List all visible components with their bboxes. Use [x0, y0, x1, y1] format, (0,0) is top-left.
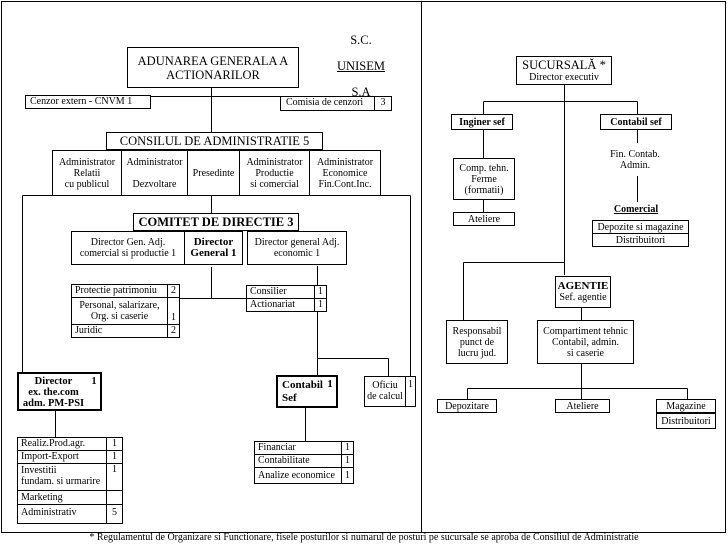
contabil-analize-count: 1: [341, 468, 353, 483]
tehnic-marketing-count: [106, 491, 122, 504]
tehnic-import-count: 1: [106, 451, 122, 463]
tehnic-investitii-row: Investitii fundam. si urmarire 1: [17, 463, 123, 491]
consiliu-box: CONSILUL DE ADMINISTRATIE 5: [106, 132, 323, 150]
contabil-sef-label: Contabil Sef: [282, 379, 323, 404]
compartiment-box: Compartiment tehnic Contabil, admin. si …: [537, 320, 634, 364]
cenzor-extern-label: Cenzor extern - CNVM 1: [30, 96, 133, 107]
tehnic-administrativ-row: Administrativ 5: [17, 504, 123, 524]
tehnic-investitii-label: Investitii fundam. si urmarire: [21, 465, 101, 487]
contabil-sef-count: 1: [327, 378, 333, 390]
staff-consilier-row: Consilier 1: [246, 285, 327, 299]
depozite-magazine-box: Depozite si magazine: [592, 220, 689, 234]
tehnic-administrativ-label: Administrativ: [21, 507, 77, 518]
agentie-title: AGENTIE: [557, 280, 609, 292]
admin-dezvoltare-box: Administrator Dezvoltare: [121, 150, 188, 196]
company-name: S.C. UNISEM S.A: [330, 21, 392, 112]
contabil-financiar-row: Financiar 1: [254, 441, 354, 455]
comisia-cenzori-box: Comisia de cenzori 3: [280, 96, 392, 111]
staff-actionariat-row: Actionariat 1: [246, 298, 327, 312]
fin-contab-box: Fin. Contab. Admin.: [598, 143, 672, 176]
cenzor-extern-box: Cenzor extern - CNVM 1: [25, 95, 151, 109]
admin-productie-box: Administrator Productie si comercial: [239, 150, 310, 196]
comisia-cenzori-label: Comisia de cenzori: [286, 97, 364, 108]
staff-protectie-row: Protectie patrimoniu 2: [71, 284, 180, 298]
distribuitori-box-1: Distribuitori: [592, 233, 689, 247]
staff-juridic-row: Juridic 2: [71, 324, 180, 338]
staff-personal-count: 1: [167, 298, 179, 324]
director-tehnic-box: Director ex. the.com adm. PM-PSI 1: [17, 372, 102, 411]
director-tehnic-label: Director ex. the.com adm. PM-PSI: [22, 376, 85, 409]
staff-personal-row: Personal, salarizare, Org. si caserie 1: [71, 297, 180, 325]
agentie-subtitle: Sef. agentie: [559, 292, 607, 303]
contabil-financiar-label: Financiar: [258, 442, 296, 453]
tehnic-marketing-label: Marketing: [21, 492, 63, 503]
contabil-sef-suc-box: Contabil sef: [600, 114, 672, 130]
footnote: * Regulamentul de Organizare si Function…: [89, 532, 639, 543]
tehnic-import-row: Import-Export 1: [17, 450, 123, 464]
agentie-box: AGENTIE Sef. agentie: [555, 276, 611, 308]
staff-personal-label: Personal, salarizare, Org. si caserie: [79, 300, 160, 322]
staff-actionariat-count: 1: [314, 299, 326, 311]
tehnic-realiz-row: Realiz.Prod.agr. 1: [17, 437, 123, 451]
staff-protectie-label: Protectie patrimoniu: [75, 285, 157, 296]
director-tehnic-count: 1: [91, 376, 97, 387]
comp-tehn-box: Comp. tehn. Ferme (formatii): [453, 158, 515, 200]
comitet-box: COMITET DE DIRECTIE 3: [133, 213, 299, 231]
ateliere-box-1: Ateliere: [453, 212, 515, 226]
contabil-contabilitate-label: Contabilitate: [258, 455, 310, 466]
dir-gen-adj-economic-box: Director general Adj. economic 1: [247, 231, 347, 265]
admin-economice-box: Administrator Economice Fin.Cont.Inc.: [309, 150, 381, 196]
depozitare-box: Depozitare: [437, 399, 497, 413]
tehnic-investitii-count: 1: [106, 464, 122, 490]
company-line-2: UNISEM: [337, 59, 385, 73]
contabil-sef-box: Contabil Sef 1: [276, 375, 338, 408]
staff-consilier-count: 1: [314, 286, 326, 298]
ateliere-box-2: Ateliere: [555, 399, 610, 413]
contabil-contabilitate-row: Contabilitate 1: [254, 454, 354, 468]
comercial-label: Comercial: [613, 204, 659, 215]
tehnic-administrativ-count: 5: [106, 505, 122, 523]
tehnic-import-label: Import-Export: [21, 451, 79, 462]
staff-consilier-label: Consilier: [250, 286, 287, 297]
responsabil-box: Responsabil punct de lucru jud.: [446, 320, 508, 364]
tehnic-marketing-row: Marketing: [17, 490, 123, 505]
oficiu-calcul-count: 1: [405, 377, 415, 406]
distribuitori-box-2: Distribuitori: [656, 413, 716, 429]
presedinte-box: Presedinte: [187, 150, 240, 196]
staff-protectie-count: 2: [167, 285, 179, 297]
staff-juridic-label: Juridic: [75, 325, 103, 336]
sucursala-title: SUCURSALĂ *: [522, 58, 606, 72]
tehnic-realiz-label: Realiz.Prod.agr.: [21, 438, 86, 449]
aga-box: ADUNAREA GENERALA A ACTIONARILOR: [127, 47, 299, 88]
sucursala-box: SUCURSALĂ * Director executiv: [516, 56, 612, 85]
company-line-3: S.A: [351, 85, 371, 99]
oficiu-calcul-box: Oficiu de calcul 1: [364, 376, 416, 407]
inginer-sef-box: Inginer sef: [451, 114, 513, 130]
contabil-analize-row: Analize economice 1: [254, 467, 354, 484]
admin-relatii-box: Administrator Relatii cu publicul: [52, 150, 122, 196]
contabil-analize-label: Analize economice: [258, 470, 335, 481]
company-line-1: S.C.: [350, 33, 372, 47]
contabil-contabilitate-count: 1: [341, 455, 353, 467]
tehnic-realiz-count: 1: [106, 438, 122, 450]
dir-gen-adj-comercial-box: Director Gen. Adj. comercial si producti…: [71, 231, 185, 265]
oficiu-calcul-label: Oficiu de calcul: [367, 380, 403, 402]
director-general-box: Director General 1: [184, 231, 243, 265]
contabil-financiar-count: 1: [341, 442, 353, 454]
staff-juridic-count: 2: [167, 325, 179, 337]
staff-actionariat-label: Actionariat: [250, 299, 295, 310]
comisia-cenzori-count: 3: [374, 97, 391, 110]
sucursala-subtitle: Director executiv: [529, 72, 599, 83]
magazine-box: Magazine: [656, 399, 716, 413]
